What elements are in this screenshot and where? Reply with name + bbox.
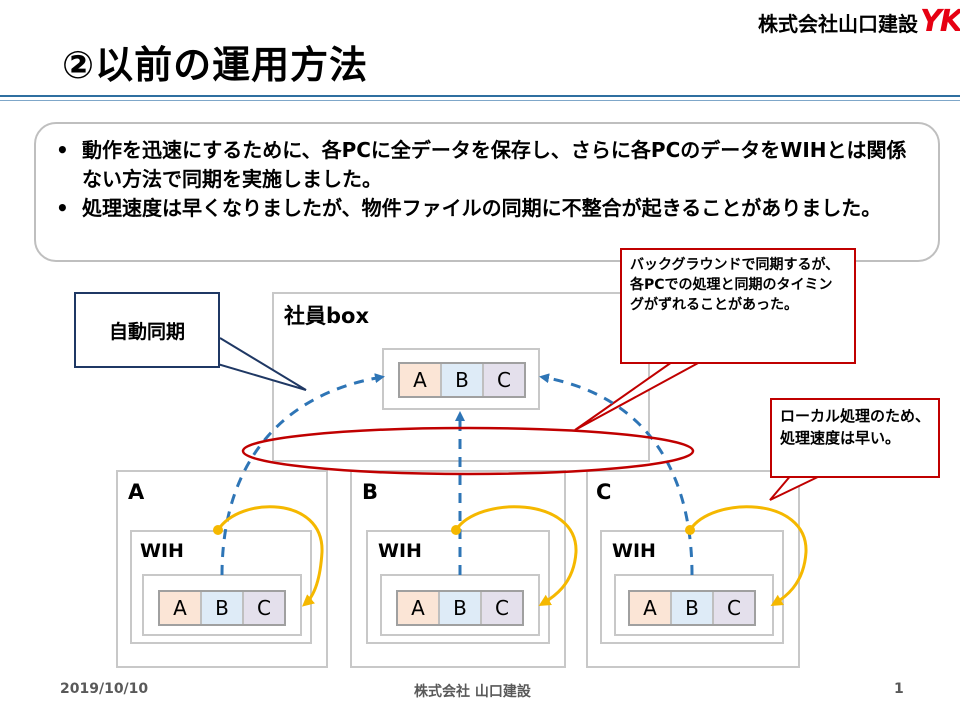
wih-label-b: WIH: [378, 540, 422, 562]
pc-label-a: A: [128, 480, 145, 504]
footer-page-number: 1: [894, 681, 904, 697]
title-divider-thin: [0, 100, 960, 101]
data-cell-b: B: [670, 592, 712, 624]
pc-data-cells-c: A B C: [628, 590, 756, 626]
title-divider: [0, 95, 960, 97]
background-sync-callout-text: バックグラウンドで同期するが、各PCでの処理と同期のタイミングがずれることがあっ…: [630, 257, 840, 313]
local-processing-callout-text: ローカル処理のため、処理速度は早い。: [780, 407, 931, 447]
auto-sync-callout: 自動同期: [74, 292, 220, 368]
summary-box: 動作を迅速にするために、各PCに全データを保存し、さらに各PCのデータをWIHと…: [34, 122, 940, 262]
pc-label-b: B: [362, 480, 379, 504]
bullet-item: 動作を迅速にするために、各PCに全データを保存し、さらに各PCのデータをWIHと…: [50, 136, 924, 194]
data-cell-a: A: [160, 592, 200, 624]
data-cell-c: C: [242, 592, 284, 624]
local-processing-callout: ローカル処理のため、処理速度は早い。: [770, 398, 940, 478]
pc-data-cells-b: A B C: [396, 590, 524, 626]
data-cell-a: A: [400, 364, 440, 396]
data-cell-c: C: [482, 364, 524, 396]
auto-sync-callout-text: 自動同期: [108, 320, 185, 343]
page-title: ②以前の運用方法: [62, 43, 369, 87]
data-cell-b: B: [438, 592, 480, 624]
background-sync-callout: バックグラウンドで同期するが、各PCでの処理と同期のタイミングがずれることがあっ…: [620, 248, 856, 364]
cloud-box-label: 社員box: [284, 304, 370, 328]
company-logo: 株式会社山口建設 YK: [758, 4, 960, 38]
bullet-item: 処理速度は早くなりましたが、物件ファイルの同期に不整合が起きることがありました。: [50, 194, 924, 223]
company-logo-mark: YK: [920, 4, 960, 39]
company-logo-text: 株式会社山口建設: [758, 12, 918, 36]
pc-label-c: C: [596, 480, 612, 504]
footer-date: 2019/10/10: [60, 681, 149, 697]
pc-data-cells-a: A B C: [158, 590, 286, 626]
data-cell-a: A: [630, 592, 670, 624]
data-cell-b: B: [200, 592, 242, 624]
cloud-data-cells: A B C: [398, 362, 526, 398]
wih-label-a: WIH: [140, 540, 184, 562]
wih-label-c: WIH: [612, 540, 656, 562]
data-cell-a: A: [398, 592, 438, 624]
data-cell-c: C: [712, 592, 754, 624]
footer-company: 株式会社 山口建設: [414, 684, 531, 700]
data-cell-b: B: [440, 364, 482, 396]
data-cell-c: C: [480, 592, 522, 624]
